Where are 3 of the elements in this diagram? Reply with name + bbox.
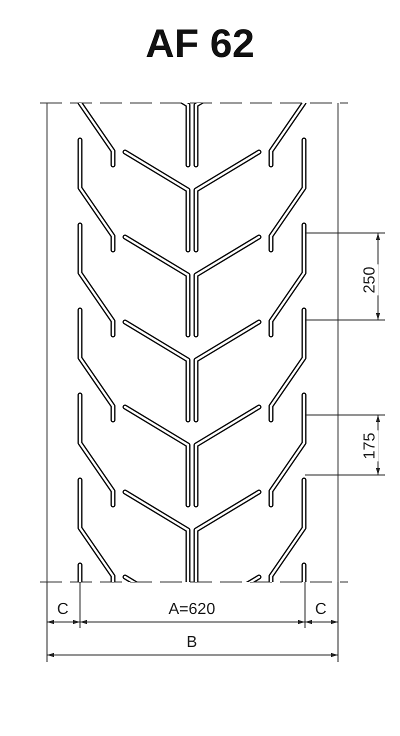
dimension-label: 250 xyxy=(362,264,378,296)
dimension-label: 175 xyxy=(362,430,378,462)
title-text: AF 62 xyxy=(146,22,254,66)
